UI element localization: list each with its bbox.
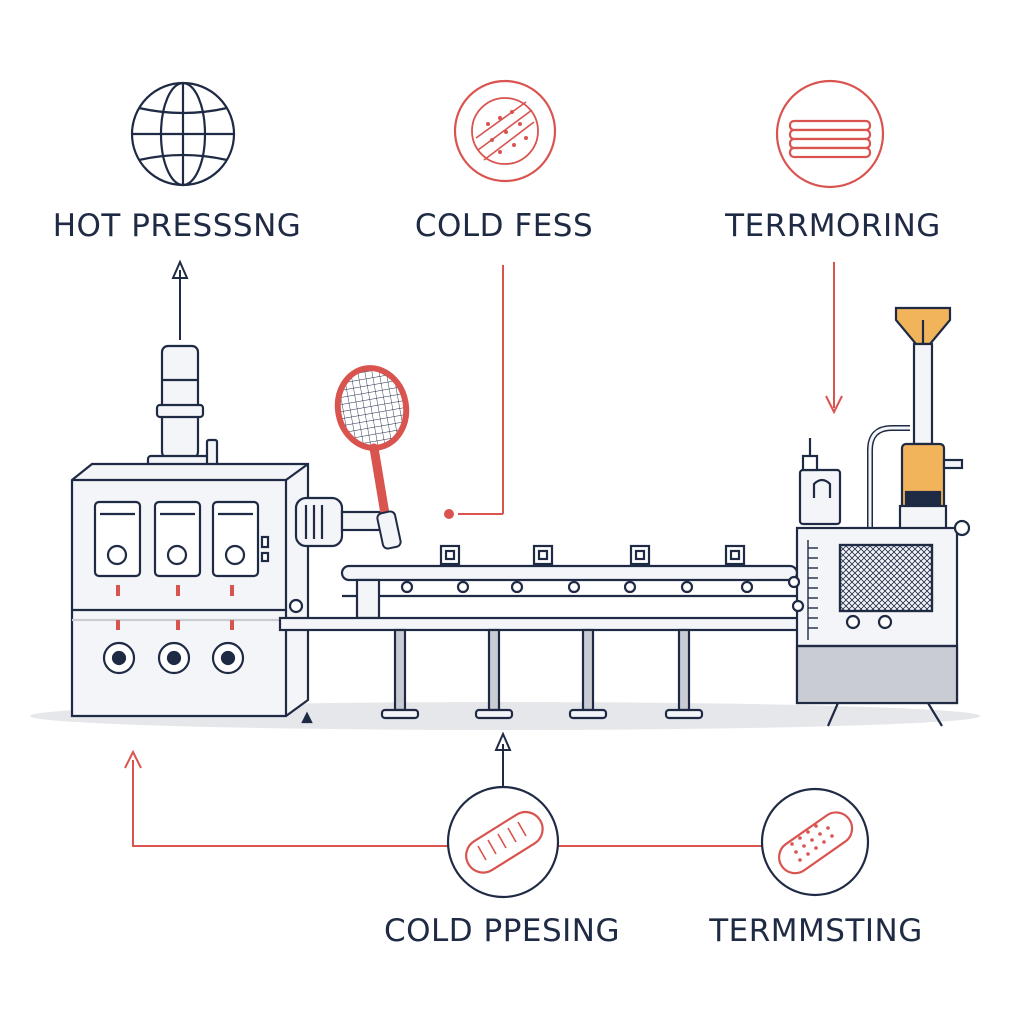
tennis-racket	[334, 365, 410, 550]
label-hot-pressing: HOT PRESSSNG	[52, 208, 302, 244]
band-strip-icon	[446, 785, 560, 899]
cold-fess-connector	[444, 265, 504, 519]
return-loop-arrow	[124, 749, 762, 847]
termoring-arrow	[825, 262, 843, 415]
globe-icon	[130, 81, 236, 187]
stacked-discs-icon	[775, 79, 885, 189]
finishing-machine	[787, 306, 971, 727]
label-termsting: TERMMSTING	[709, 913, 923, 949]
hot-pressing-arrow	[171, 259, 189, 340]
label-cold-fess: COLD FESS	[414, 208, 594, 244]
dotted-band-icon	[760, 787, 870, 897]
cold-pressing-arrow	[494, 731, 512, 788]
label-cold-pressing: COLD PPESING	[383, 913, 621, 949]
conveyor-line	[278, 544, 802, 720]
hot-press-machine	[70, 344, 386, 724]
label-termoring: TERRMORING	[725, 208, 941, 244]
grip-texture-icon	[453, 79, 557, 183]
